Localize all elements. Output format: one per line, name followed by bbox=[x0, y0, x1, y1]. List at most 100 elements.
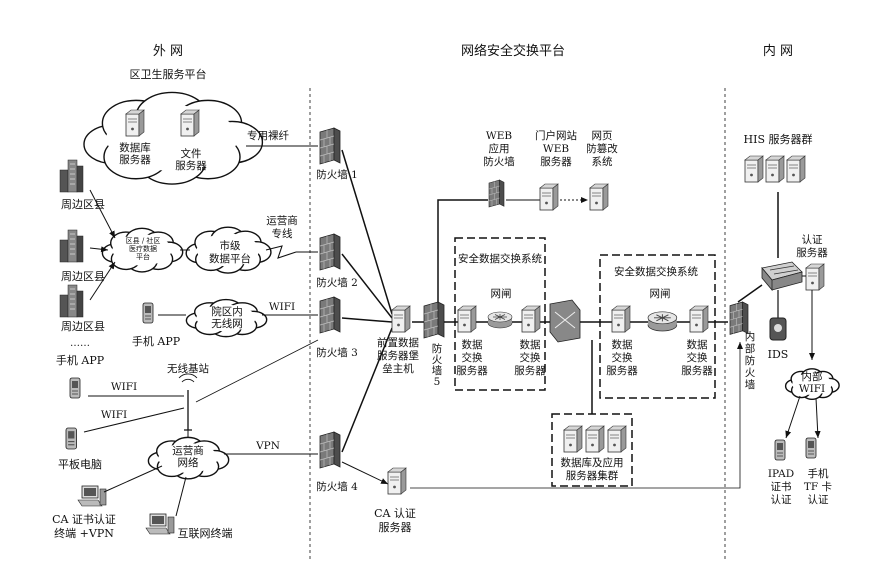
regional-platform-cloud bbox=[83, 91, 264, 185]
base-station-label: 无线基站 bbox=[167, 362, 209, 375]
inner-firewall-icon bbox=[729, 301, 749, 335]
exchange-1-left-label-line-3: 服务器 bbox=[456, 364, 488, 377]
exchange-1-right-server-icon bbox=[521, 305, 541, 333]
firewall-4-label: 防火墙 4 bbox=[316, 480, 358, 493]
wifi-tablet-label: WIFI bbox=[101, 409, 127, 421]
web-app-firewall-icon bbox=[488, 179, 505, 208]
county-building-3 bbox=[59, 284, 84, 318]
exchange-2-gateway-icon bbox=[647, 311, 678, 332]
exchange-1-right-label-line-1: 数据 bbox=[520, 338, 541, 351]
county-link-2 bbox=[89, 246, 109, 253]
wifi-campus-label: WIFI bbox=[269, 301, 295, 313]
base-station-antenna bbox=[184, 390, 192, 431]
carrier-lightning bbox=[265, 245, 297, 259]
db-cluster-label-line-1: 数据库及应用 bbox=[561, 456, 624, 469]
tamper-label-line-1: 网页 bbox=[592, 130, 613, 142]
exchange-1-left-label-line-1: 数据 bbox=[462, 338, 483, 351]
exchange-1-right-label-line-2: 交换 bbox=[520, 351, 541, 364]
firewall-5-label-line-4: 5 bbox=[434, 376, 441, 388]
portal-server-icon bbox=[539, 183, 559, 211]
front-server-label-line-1: 前置数据 bbox=[377, 336, 419, 349]
internet-carrier-link bbox=[175, 476, 187, 517]
county-label-3: 周边区县 bbox=[61, 320, 105, 333]
fw4-ca-link bbox=[341, 461, 389, 485]
exchange-1-gateway-icon bbox=[487, 311, 513, 329]
web-fw-label-line-2: 应用 bbox=[489, 142, 510, 155]
inner-firewall-label-line-2: 部 bbox=[745, 342, 756, 355]
file-server-label-line-1: 文件 bbox=[181, 147, 202, 160]
ipad-icon bbox=[774, 439, 786, 461]
mobile-phone-icon bbox=[69, 377, 81, 399]
tf-phone-icon bbox=[805, 437, 817, 459]
firewall-1-label: 防火墙 1 bbox=[316, 168, 358, 181]
firewall-2-label: 防火墙 2 bbox=[316, 276, 358, 289]
ipad-label-line-1: IPAD bbox=[768, 468, 794, 480]
tablet-basestation-link bbox=[83, 407, 185, 433]
carrier-net-label-line-1: 运营商 bbox=[172, 444, 204, 457]
exchange-2-left-label-line-1: 数据 bbox=[612, 338, 633, 351]
exchange-1-left-label-line-2: 交换 bbox=[462, 351, 483, 364]
mobile-app-phone-icon bbox=[142, 302, 154, 324]
exchange-2-left-server-icon bbox=[611, 305, 631, 333]
fw4-front-link bbox=[341, 327, 393, 453]
db-server-label-line-1: 数据库 bbox=[119, 141, 151, 154]
inner-firewall-label-line-1: 内 bbox=[745, 330, 756, 343]
exchange-2-title: 安全数据交换系统 bbox=[614, 265, 698, 278]
file-server-icon bbox=[180, 109, 200, 137]
inner-firewall-label-line-3: 防 bbox=[745, 354, 756, 367]
tablet-icon bbox=[65, 427, 78, 450]
regional-platform-title: 区卫生服务平台 bbox=[130, 67, 207, 81]
ids-icon-eye bbox=[774, 324, 782, 332]
city-platform-cloud bbox=[185, 226, 272, 274]
file-server-label-line-2: 服务器 bbox=[175, 159, 207, 172]
ids-label: IDS bbox=[768, 348, 789, 361]
exchange-system-1-box bbox=[454, 237, 546, 391]
ca-terminal-pc-icon bbox=[77, 485, 107, 507]
campus-wireless-label-line-2: 无线网 bbox=[211, 317, 243, 330]
fw5-webfw-link bbox=[437, 199, 488, 302]
county-label-2: 周边区县 bbox=[61, 270, 105, 283]
auth-server-label-line-2: 服务器 bbox=[796, 246, 828, 259]
exchange-2-left-label-line-3: 服务器 bbox=[606, 364, 638, 377]
fw1-front-link bbox=[341, 149, 393, 315]
base-station-waves bbox=[178, 373, 198, 383]
wifi-phone-link bbox=[814, 397, 821, 439]
ca-terminal-carrier-link bbox=[103, 465, 163, 493]
phone-tf-label-line-3: 认证 bbox=[808, 493, 829, 506]
db-server-icon bbox=[125, 109, 145, 137]
carrier-network-cloud bbox=[147, 436, 230, 480]
exchange-system-2-box bbox=[599, 254, 716, 399]
county-platform-label-line-2: 医疗数据 bbox=[129, 244, 157, 253]
city-platform-label-line-2: 数据平台 bbox=[209, 252, 251, 265]
phone-tf-label-line-1: 手机 bbox=[808, 467, 829, 480]
firewall-3-label: 防火墙 3 bbox=[316, 346, 358, 359]
innerfw-switch-link bbox=[737, 284, 763, 303]
his-server-1 bbox=[744, 155, 764, 183]
db-server-label-line-2: 服务器 bbox=[119, 153, 151, 166]
tablet-label: 平板电脑 bbox=[58, 457, 102, 471]
ca-server-label-line-2: 服务器 bbox=[379, 521, 412, 534]
exchange-1-title: 安全数据交换系统 bbox=[458, 252, 542, 265]
ca-server-label-line-1: CA 认证 bbox=[374, 507, 416, 520]
inner-wifi-cloud bbox=[784, 368, 840, 401]
inner-firewall-label-line-5: 墙 bbox=[745, 378, 756, 391]
internet-terminal-label: 互联网终端 bbox=[178, 526, 233, 540]
ipad-label-line-2: 证书 bbox=[771, 481, 792, 493]
front-server-icon bbox=[391, 305, 411, 333]
vpn-left-label: VPN bbox=[255, 440, 280, 452]
carrier-line-label-line-2: 专线 bbox=[272, 227, 293, 240]
exchange-2-right-label-line-3: 服务器 bbox=[681, 364, 713, 377]
portal-label-line-2: WEB bbox=[543, 143, 569, 155]
exchange-2-right-server-icon bbox=[689, 305, 709, 333]
core-switch-marks bbox=[769, 265, 799, 275]
county-label-1: 周边区县 bbox=[61, 198, 105, 211]
phone-tf-label-line-2: TF 卡 bbox=[804, 480, 832, 493]
front-server-label-line-3: 垒主机 bbox=[382, 362, 414, 375]
fw3-front-link bbox=[341, 317, 393, 323]
his-server-3 bbox=[786, 155, 806, 183]
front-server-label-line-2: 服务器堡 bbox=[377, 349, 419, 362]
db-cluster-server-3 bbox=[607, 425, 627, 453]
header-outer: 外 网 bbox=[153, 44, 183, 59]
